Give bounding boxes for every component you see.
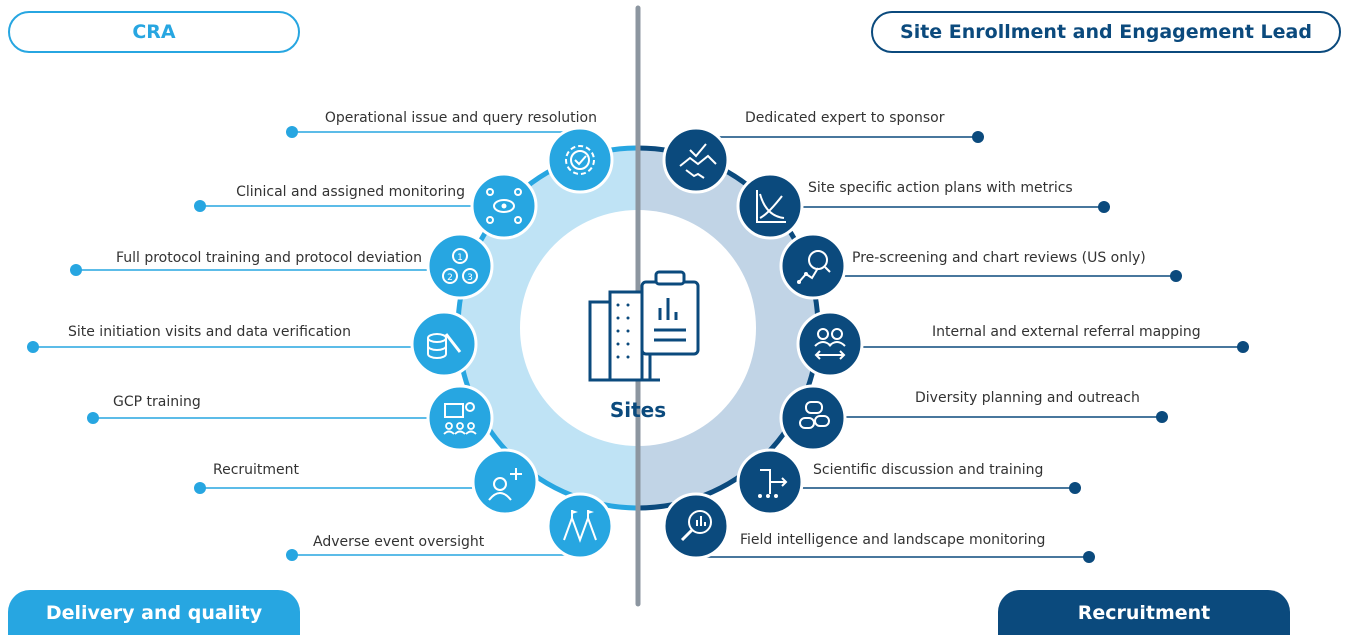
numbered-steps-icon: 1 2 3 — [426, 232, 494, 300]
svg-text:1: 1 — [457, 253, 463, 263]
center-label: Sites — [609, 398, 667, 422]
left-item-label: GCP training — [113, 394, 201, 410]
mountain-flags-icon — [546, 492, 614, 560]
recruitment-footer: Recruitment — [998, 590, 1290, 635]
chat-bubbles-icon — [779, 384, 847, 452]
left-item-label: Adverse event oversight — [313, 534, 485, 550]
site-enrollment-header: Site Enrollment and Engagement Lead — [871, 11, 1341, 53]
magnify-bars-icon — [662, 492, 730, 560]
left-connectors — [27, 126, 580, 561]
left-item-label: Site initiation visits and data verifica… — [67, 324, 351, 340]
right-item-label: Internal and external referral mapping — [932, 324, 1201, 340]
delivery-quality-footer: Delivery and quality — [8, 590, 300, 635]
right-item-label: Diversity planning and outreach — [915, 390, 1140, 406]
svg-text:2: 2 — [447, 273, 453, 283]
right-item-label: Dedicated expert to sponsor — [745, 110, 945, 126]
right-item-label: Site specific action plans with metrics — [808, 180, 1073, 196]
right-item-label: Scientific discussion and training — [813, 462, 1044, 478]
database-wrench-icon — [410, 310, 478, 378]
handshake-icon — [662, 126, 730, 194]
presentation-icon — [426, 384, 494, 452]
branching-arrows-icon — [736, 448, 804, 516]
svg-text:3: 3 — [467, 273, 473, 283]
left-item-label: Operational issue and query resolution — [324, 110, 597, 126]
right-connectors — [696, 131, 1249, 563]
people-arrows-icon — [796, 310, 864, 378]
chart-curves-icon — [736, 172, 804, 240]
left-item-label: Clinical and assigned monitoring — [236, 184, 465, 200]
add-person-icon — [471, 448, 539, 516]
left-item-label: Full protocol training and protocol devi… — [115, 250, 422, 266]
right-item-label: Field intelligence and landscape monitor… — [740, 532, 1046, 548]
left-item-label: Recruitment — [213, 462, 300, 478]
eye-network-icon — [470, 172, 538, 240]
magnify-chart-icon — [779, 232, 847, 300]
right-item-label: Pre-screening and chart reviews (US only… — [852, 250, 1146, 266]
building-clipboard-icon — [588, 270, 700, 382]
gear-check-icon — [546, 126, 614, 194]
cra-header: CRA — [8, 11, 300, 53]
